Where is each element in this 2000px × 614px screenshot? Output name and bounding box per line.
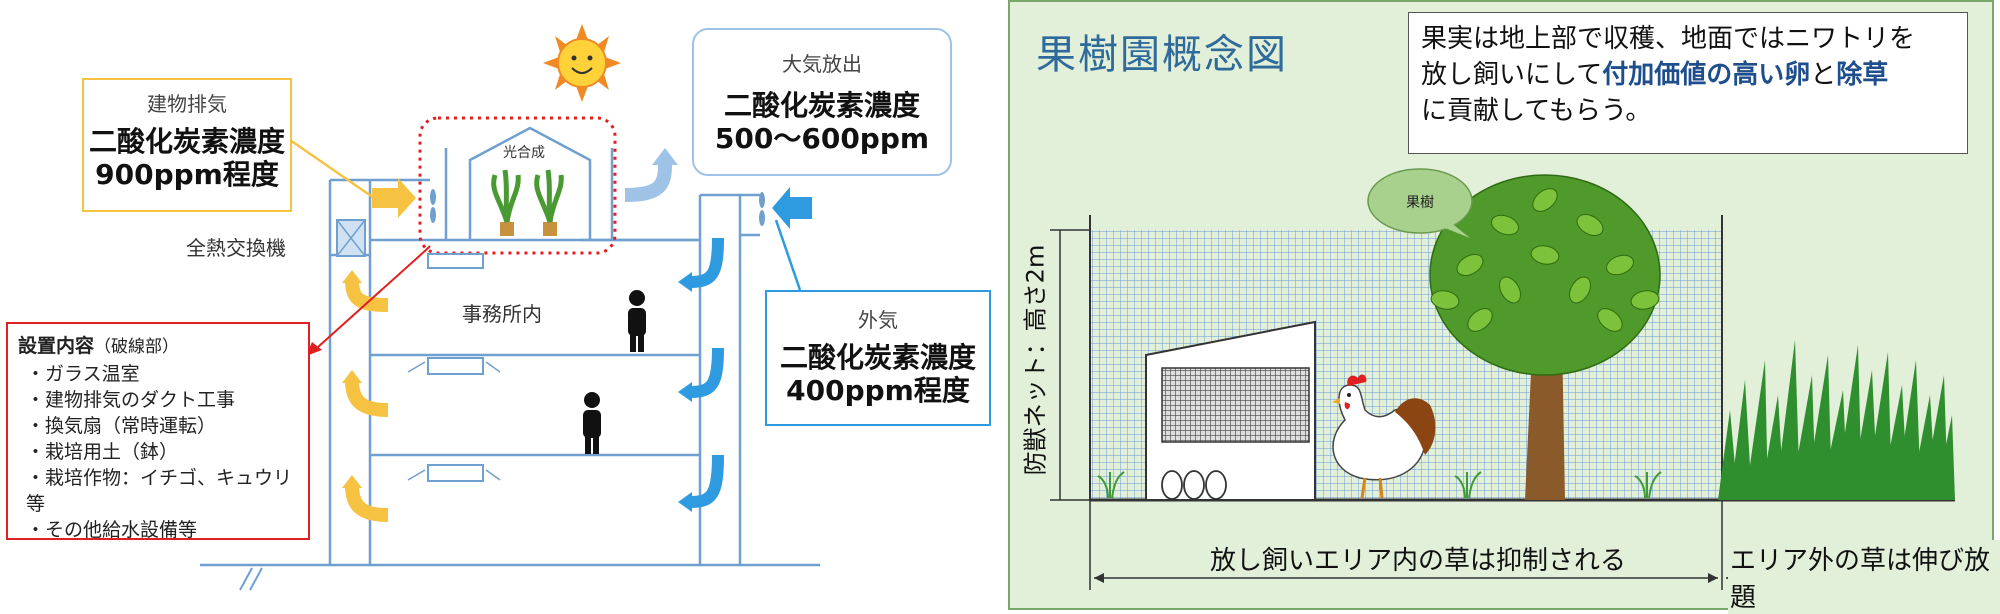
inside-grass-label: 放し飼いエリア内の草は抑制される bbox=[1206, 540, 1631, 577]
fruit-tree-icon bbox=[1429, 174, 1661, 500]
exhaust-line1: 二酸化炭素濃度 bbox=[88, 125, 285, 158]
note-line2-a: 放し飼いにして bbox=[1421, 60, 1603, 90]
chicken-coop bbox=[1145, 320, 1316, 501]
net-height-text: 防獣ネット：高さ2m bbox=[1021, 244, 1050, 476]
note-line1: 果実は地上部で収穫、地面ではニワトリを bbox=[1421, 24, 1916, 54]
install-title-note: （破線部） bbox=[94, 337, 180, 357]
orchard-note: 果実は地上部で収穫、地面ではニワトリを 放し飼いにして付加価値の高い卵と除草 に… bbox=[1408, 12, 1968, 154]
note-line2-c: と bbox=[1810, 60, 1837, 90]
fruit-tree-label: 果樹 bbox=[1406, 195, 1434, 211]
note-line2-b: 付加価値の高い卵 bbox=[1602, 60, 1811, 90]
fruit-tree-bubble bbox=[1367, 168, 1473, 234]
net-height-label: 防獣ネット：高さ2m bbox=[1018, 220, 1050, 500]
outside-line1: 二酸化炭素濃度 bbox=[779, 341, 976, 374]
install-item: ・換気扇（常時運転） bbox=[26, 415, 217, 437]
orchard-title: 果樹園概念図 bbox=[1036, 32, 1288, 78]
install-item: ・栽培用土（鉢） bbox=[26, 441, 179, 463]
install-item: ・建物排気のダクト工事 bbox=[26, 389, 236, 411]
note-line2-d: 除草 bbox=[1836, 60, 1889, 90]
outside-grass-label: エリア外の草は伸び放題 bbox=[1728, 540, 2000, 614]
sun-icon bbox=[543, 24, 621, 102]
install-item: ・その他給水設備等 bbox=[26, 519, 198, 541]
greenhouse-label: 光合成 bbox=[503, 145, 545, 161]
tall-grass bbox=[1718, 340, 1955, 500]
exhaust-arrows bbox=[345, 279, 389, 522]
install-title: 設置内容 bbox=[18, 335, 95, 357]
exhaust-callout: 建物排気 二酸化炭素濃度 900ppm程度 bbox=[82, 78, 292, 212]
note-line3: に貢献してもらう。 bbox=[1421, 96, 1652, 126]
office-label: 事務所内 bbox=[462, 302, 542, 326]
building-diagram bbox=[200, 24, 820, 591]
exhaust-line2: 900ppm程度 bbox=[95, 158, 279, 192]
release-line1: 二酸化炭素濃度 bbox=[723, 89, 920, 122]
install-item: ・ガラス温室 bbox=[26, 363, 140, 385]
intake-arrows bbox=[689, 237, 724, 508]
heat-exchanger-label: 全熱交換機 bbox=[186, 236, 286, 260]
release-title: 大気放出 bbox=[782, 52, 862, 76]
fan-icon bbox=[430, 189, 765, 226]
exhaust-title: 建物排気 bbox=[147, 92, 227, 116]
plant-icon bbox=[491, 169, 564, 236]
grass-tuft-icon bbox=[1097, 471, 1662, 499]
outside-title: 外気 bbox=[858, 308, 898, 332]
outside-callout: 外気 二酸化炭素濃度 400ppm程度 bbox=[765, 290, 991, 426]
install-item: ・栽培作物：イチゴ、キュウリ等 bbox=[26, 467, 293, 515]
chicken-icon bbox=[1332, 374, 1436, 499]
release-line2: 500〜600ppm bbox=[714, 122, 930, 156]
release-callout: 大気放出 二酸化炭素濃度 500〜600ppm bbox=[692, 28, 952, 176]
outside-line2: 400ppm程度 bbox=[786, 374, 970, 408]
person-icon bbox=[583, 290, 646, 454]
install-callout: 設置内容（破線部） ・ガラス温室 ・建物排気のダクト工事 ・換気扇（常時運転） … bbox=[6, 322, 310, 541]
greenhouse-dashed-boundary bbox=[418, 116, 617, 255]
